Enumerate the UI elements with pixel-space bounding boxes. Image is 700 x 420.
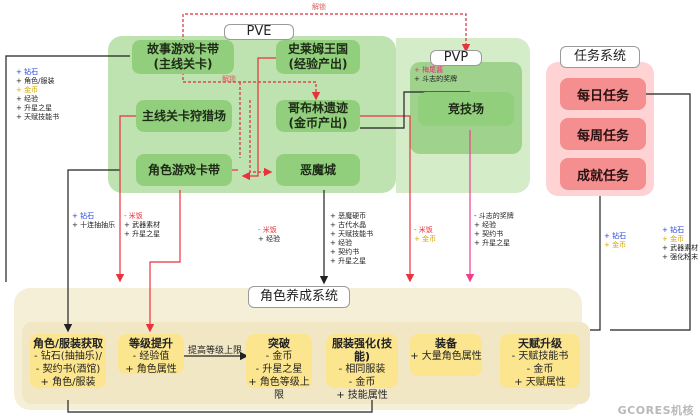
story-cartridge-node[interactable]: 故事游戏卡带 (主线关卡)	[132, 40, 234, 74]
unlock-label-top: 解锁	[312, 3, 326, 11]
role-box-line: - 天赋技能书	[511, 351, 569, 362]
task-system-label: 任务系统	[560, 46, 640, 68]
level-cap-label: 提高等级上限	[188, 346, 243, 356]
note-line: - 米饭	[414, 226, 433, 234]
note-line: + 经验	[16, 95, 39, 103]
role-box-line: + 角色属性	[125, 364, 177, 375]
role-box-line: + 角色/服装	[40, 377, 96, 388]
hunt-cost-note: - 米饭 + 武器素材 + 升星之星	[124, 212, 160, 239]
pvp-reward-line1: + 梅尾酱	[414, 66, 444, 74]
note-line: + 十连抽抽乐	[72, 221, 116, 229]
note-line: + 契约书	[330, 248, 360, 256]
note-line: + 升星之星	[330, 257, 367, 265]
role-box-title: 角色/服装获取	[32, 337, 104, 350]
role-box-line: + 天赋属性	[514, 377, 566, 388]
note-line: + 角色/服装	[16, 77, 55, 85]
role-acquire-box[interactable]: 角色/服装获取 - 钻石(抽抽乐)/ - 契约书(酒馆) + 角色/服装	[30, 334, 106, 388]
role-cart-cost-note: - 米饭 + 经验	[258, 226, 280, 244]
role-box-line: + 大量角色属性	[410, 351, 482, 362]
role-box-line: - 契约书(酒馆)	[35, 364, 101, 375]
note-line: + 升星之星	[124, 230, 161, 238]
role-box-line: - 经验值	[132, 351, 170, 362]
note-line: + 天赋技能书	[330, 230, 374, 238]
arena-reward-note: - 斗志的奖牌 + 经验 + 契约书 + 升星之星	[474, 212, 514, 248]
breakthrough-box[interactable]: 突破 - 金币 - 升星之星 + 角色等级上限	[246, 334, 312, 401]
role-box-title: 等级提升	[129, 337, 173, 350]
note-line: + 古代水晶	[330, 221, 367, 229]
story-cartridge-subtitle: (主线关卡)	[153, 57, 213, 71]
note-line: + 钻石	[16, 68, 39, 76]
slime-kingdom-node[interactable]: 史莱姆王国 (经验产出)	[276, 40, 360, 74]
task-extra-reward-note: + 钻石 + 金币 + 武器素材 + 强化粉末	[662, 226, 698, 262]
story-reward-note: + 钻石 + 角色/服装 + 金币 + 经验 + 升星之星 + 天赋技能书	[16, 68, 59, 122]
level-up-box[interactable]: 等级提升 - 经验值 + 角色属性	[118, 334, 184, 375]
note-line: - 米饭	[258, 226, 277, 234]
gacha-note: + 钻石 + 十连抽抽乐	[72, 212, 115, 230]
note-line: + 金币	[414, 235, 437, 243]
pvp-label: PVP	[430, 50, 482, 66]
note-line: - 斗志的奖牌	[474, 212, 514, 220]
note-line: + 钻石	[604, 232, 627, 240]
note-line: + 恶魔硬币	[330, 212, 367, 220]
role-growth-label: 角色养成系统	[248, 286, 350, 308]
role-box-line: - 金币	[265, 351, 293, 362]
note-line: + 强化粉末	[662, 253, 699, 261]
costume-enhance-box[interactable]: 服装强化(技能) - 相同服装 - 金币 + 技能属性	[326, 334, 398, 401]
role-box-line: - 金币	[348, 377, 376, 388]
note-line: + 金币	[16, 86, 39, 94]
role-box-title: 突破	[268, 337, 290, 350]
note-line: + 金币	[662, 235, 685, 243]
talent-upgrade-box[interactable]: 天赋升级 - 天赋技能书 - 金币 + 天赋属性	[500, 334, 580, 388]
weekly-task-node[interactable]: 每周任务	[560, 118, 646, 150]
task-reward-note: + 钻石 + 金币	[604, 232, 626, 250]
pvp-reward-note: + 梅尾酱 + 斗志的奖牌	[414, 66, 457, 84]
note-line: + 经验	[330, 239, 353, 247]
goblin-cost-note: - 米饭 + 金币	[414, 226, 436, 244]
note-line: + 升星之星	[16, 104, 53, 112]
role-box-line: - 相同服装	[338, 364, 386, 375]
role-box-line: - 升星之星	[255, 364, 303, 375]
role-box-title: 装备	[435, 337, 457, 350]
arena-node[interactable]: 竞技场	[418, 92, 514, 126]
goblin-ruins-subtitle: (金币产出)	[288, 116, 348, 130]
unlock-label-inner: 解锁	[222, 75, 236, 83]
role-box-title: 服装强化(技能)	[331, 337, 393, 363]
note-line: + 天赋技能书	[16, 113, 60, 121]
slime-kingdom-title: 史莱姆王国	[287, 42, 348, 56]
goblin-ruins-node[interactable]: 哥布林遗迹 (金币产出)	[276, 100, 360, 132]
goblin-ruins-title: 哥布林遗迹	[287, 101, 348, 115]
note-line: + 升星之星	[474, 239, 511, 247]
pve-label: PVE	[224, 24, 294, 40]
slime-kingdom-subtitle: (经验产出)	[288, 57, 348, 71]
note-line: + 武器素材	[662, 244, 699, 252]
role-cartridge-node[interactable]: 角色游戏卡带	[136, 154, 232, 186]
hunting-ground-node[interactable]: 主线关卡狩猎场	[136, 100, 232, 132]
demon-reward-note: + 恶魔硬币 + 古代水晶 + 天赋技能书 + 经验 + 契约书 + 升星之星	[330, 212, 373, 266]
note-line: + 契约书	[474, 230, 504, 238]
note-line: + 钻石	[662, 226, 685, 234]
role-box-line: - 金币	[526, 364, 554, 375]
note-line: + 经验	[474, 221, 497, 229]
role-box-line: + 技能属性	[336, 390, 388, 401]
role-box-title: 天赋升级	[518, 337, 562, 350]
note-line: + 钻石	[72, 212, 95, 220]
note-line: + 金币	[604, 241, 627, 249]
story-cartridge-title: 故事游戏卡带	[146, 42, 219, 56]
note-line: - 米饭	[124, 212, 143, 220]
watermark: GCORES机核	[617, 404, 694, 417]
achievement-task-node[interactable]: 成就任务	[560, 158, 646, 190]
daily-task-node[interactable]: 每日任务	[560, 78, 646, 110]
note-line: + 经验	[258, 235, 281, 243]
role-box-line: + 角色等级上限	[248, 377, 310, 401]
demon-castle-node[interactable]: 恶魔城	[276, 154, 360, 186]
role-box-line: - 钻石(抽抽乐)/	[34, 351, 102, 362]
pvp-reward-line2: + 斗志的奖牌	[414, 75, 458, 83]
equipment-box[interactable]: 装备 + 大量角色属性	[410, 334, 482, 376]
note-line: + 武器素材	[124, 221, 161, 229]
